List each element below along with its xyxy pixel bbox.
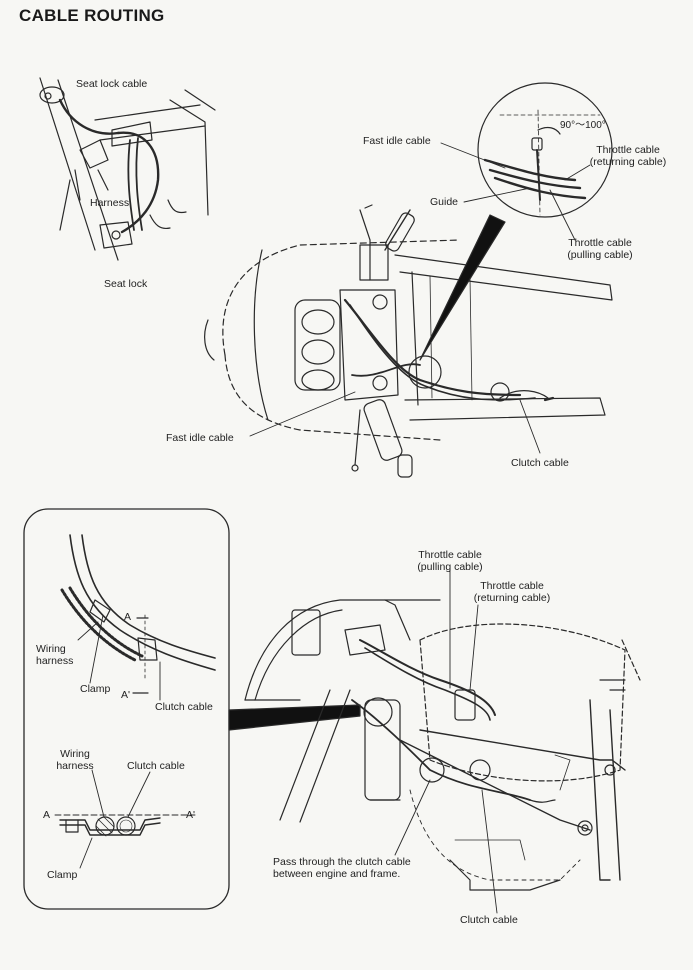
handlebar-diagram [204, 82, 613, 478]
label-throttle-pulling-lower: Throttle cable (pulling cable) [417, 549, 483, 573]
clamp-detail-inset [23, 508, 230, 910]
marker-a: A [124, 611, 132, 623]
label-throttle-pulling-top: Throttle cable (pulling cable) [567, 237, 633, 261]
label-clutch-cable-inset-2: Clutch cable [127, 760, 185, 772]
section-marker-a-prime: A' [186, 809, 196, 821]
label-pass-through-note: Pass through the clutch cable between en… [273, 856, 411, 880]
label-fast-idle-cable-bottom: Fast idle cable [166, 432, 234, 444]
label-clutch-cable-bottom: Clutch cable [460, 914, 518, 926]
marker-a-prime: A' [121, 689, 131, 701]
page-title: CABLE ROUTING [19, 6, 165, 25]
label-angle: 90°～100° [560, 120, 606, 131]
label-fast-idle-cable-top: Fast idle cable [363, 135, 431, 147]
label-throttle-returning-top: Throttle cable (returning cable) [589, 144, 667, 168]
seat-lock-diagram [39, 77, 216, 261]
label-clamp-2: Clamp [47, 869, 78, 881]
label-wiring-harness-1: Wiring harness [36, 643, 74, 667]
label-clutch-cable-inset-1: Clutch cable [155, 701, 213, 713]
side-view-diagram [244, 569, 641, 914]
inset-wedge [228, 704, 361, 731]
section-marker-a: A [43, 809, 51, 821]
label-wiring-harness-2: Wiring harness [56, 748, 94, 772]
label-clutch-cable-top: Clutch cable [511, 457, 569, 469]
label-throttle-returning-lower: Throttle cable (returning cable) [473, 580, 551, 604]
label-guide: Guide [430, 196, 459, 208]
label-harness: Harness [90, 197, 130, 209]
label-clamp-1: Clamp [80, 683, 111, 695]
label-seat-lock: Seat lock [104, 278, 148, 290]
label-seat-lock-cable: Seat lock cable [76, 78, 148, 90]
